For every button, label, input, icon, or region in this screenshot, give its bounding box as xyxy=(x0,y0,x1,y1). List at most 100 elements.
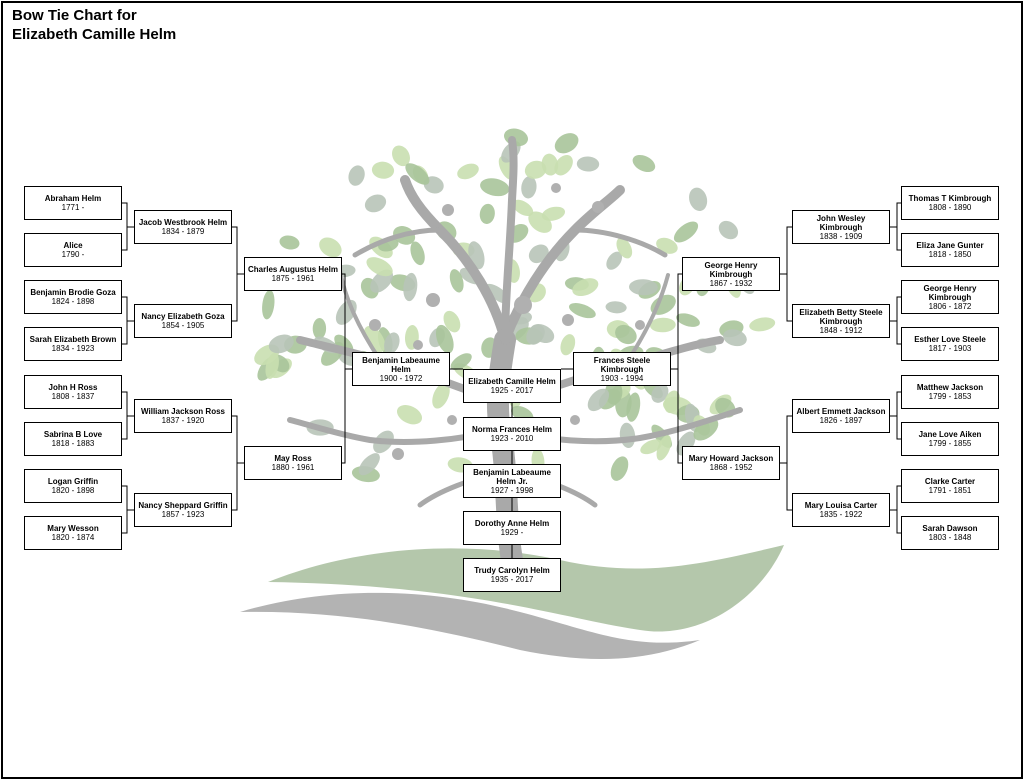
leaf xyxy=(432,382,450,409)
leaf xyxy=(396,405,423,425)
person-dates: 1835 - 1922 xyxy=(819,510,863,519)
leaf xyxy=(392,145,410,167)
person-box-jane-love-aiken[interactable]: Jane Love Aiken 1799 - 1855 xyxy=(901,422,999,456)
leaf xyxy=(616,237,633,259)
leaf xyxy=(632,154,656,173)
person-dates: 1927 - 1998 xyxy=(490,485,534,495)
person-dates: 1803 - 1848 xyxy=(928,533,972,542)
person-name: Dorothy Anne Helm xyxy=(474,519,550,528)
person-box-sabrina-b-love[interactable]: Sabrina B Love 1818 - 1883 xyxy=(24,422,122,456)
person-box-elizabeth-betty-steele-kimbrough[interactable]: Elizabeth Betty Steele Kimbrough 1848 - … xyxy=(792,304,890,338)
person-box-nancy-elizabeth-goza[interactable]: Nancy Elizabeth Goza 1854 - 1905 xyxy=(134,304,232,338)
leaf xyxy=(604,380,623,405)
person-box-trudy-carolyn-helm[interactable]: Trudy Carolyn Helm 1935 - 2017 xyxy=(463,558,561,592)
leaf xyxy=(268,334,294,354)
person-name: May Ross xyxy=(274,454,312,463)
person-box-thomas-t-kimbrough[interactable]: Thomas T Kimbrough 1808 - 1890 xyxy=(901,186,999,220)
person-box-sarah-elizabeth-brown[interactable]: Sarah Elizabeth Brown 1834 - 1923 xyxy=(24,327,122,361)
connector-line xyxy=(122,296,128,345)
person-box-frances-steele-kimbrough[interactable]: Frances Steele Kimbrough 1903 - 1994 xyxy=(573,352,671,386)
person-box-elizabeth-camille-helm[interactable]: Elizabeth Camille Helm 1925 - 2017 xyxy=(463,369,561,403)
person-box-mary-howard-jackson[interactable]: Mary Howard Jackson 1868 - 1952 xyxy=(682,446,780,480)
person-box-matthew-jackson[interactable]: Matthew Jackson 1799 - 1853 xyxy=(901,375,999,409)
person-name: Clarke Carter xyxy=(924,477,976,486)
person-box-william-jackson-ross[interactable]: William Jackson Ross 1837 - 1920 xyxy=(134,399,232,433)
person-box-benjamin-labeaume-helm[interactable]: Benjamin Labeaume Helm 1900 - 1972 xyxy=(352,352,450,386)
person-box-george-henry-kimbrough-1867[interactable]: George Henry Kimbrough 1867 - 1932 xyxy=(682,257,780,291)
leaf xyxy=(610,456,629,481)
person-box-albert-emmett-jackson[interactable]: Albert Emmett Jackson 1826 - 1897 xyxy=(792,399,890,433)
leaf xyxy=(405,163,430,185)
person-box-jacob-westbrook-helm[interactable]: Jacob Westbrook Helm 1834 - 1879 xyxy=(134,210,232,244)
person-box-benjamin-brodie-goza[interactable]: Benjamin Brodie Goza 1824 - 1898 xyxy=(24,280,122,314)
person-name: Benjamin Labeaume Helm xyxy=(362,355,440,374)
person-box-john-h-ross[interactable]: John H Ross 1808 - 1837 xyxy=(24,375,122,409)
person-box-mary-louisa-carter[interactable]: Mary Louisa Carter 1835 - 1922 xyxy=(792,493,890,527)
person-box-george-henry-kimbrough-1806[interactable]: George Henry Kimbrough 1806 - 1872 xyxy=(901,280,999,314)
person-dates: 1875 - 1961 xyxy=(271,274,315,283)
person-name: Sarah Elizabeth Brown xyxy=(29,335,117,344)
person-dates: 1790 - xyxy=(61,250,85,259)
person-box-eliza-jane-gunter[interactable]: Eliza Jane Gunter 1818 - 1850 xyxy=(901,233,999,267)
person-box-abraham-helm[interactable]: Abraham Helm 1771 - xyxy=(24,186,122,220)
connector-line xyxy=(122,485,128,534)
leaf xyxy=(262,289,275,320)
connector-line xyxy=(232,415,238,511)
leaf xyxy=(449,269,464,293)
person-box-logan-griffin[interactable]: Logan Griffin 1820 - 1898 xyxy=(24,469,122,503)
person-box-alice[interactable]: Alice 1790 - xyxy=(24,233,122,267)
leaf xyxy=(640,439,663,455)
leaf xyxy=(718,220,739,240)
person-dates: 1808 - 1837 xyxy=(51,392,95,401)
person-dates: 1848 - 1912 xyxy=(819,325,863,335)
person-dates: 1820 - 1874 xyxy=(51,533,95,542)
leaf xyxy=(512,199,534,217)
fruit xyxy=(392,448,404,460)
person-box-john-wesley-kimbrough[interactable]: John Wesley Kimbrough 1838 - 1909 xyxy=(792,210,890,244)
person-name: Nancy Sheppard Griffin xyxy=(138,501,228,510)
person-box-dorothy-anne-helm[interactable]: Dorothy Anne Helm 1929 - xyxy=(463,511,561,545)
person-box-sarah-dawson[interactable]: Sarah Dawson 1803 - 1848 xyxy=(901,516,999,550)
person-box-charles-augustus-helm[interactable]: Charles Augustus Helm 1875 - 1961 xyxy=(244,257,342,291)
person-name: Sabrina B Love xyxy=(43,430,103,439)
leaf xyxy=(656,435,672,461)
person-dates: 1903 - 1994 xyxy=(600,373,644,383)
leaf xyxy=(606,251,623,270)
person-box-mary-wesson[interactable]: Mary Wesson 1820 - 1874 xyxy=(24,516,122,550)
person-box-clarke-carter[interactable]: Clarke Carter 1791 - 1851 xyxy=(901,469,999,503)
leaf xyxy=(554,154,573,176)
person-dates: 1820 - 1898 xyxy=(51,486,95,495)
person-name: Benjamin Brodie Goza xyxy=(30,288,116,297)
connector-line xyxy=(342,273,346,464)
leaf xyxy=(689,187,708,211)
title-line-2: Elizabeth Camille Helm xyxy=(12,26,177,43)
leaf xyxy=(312,318,327,340)
person-box-benjamin-labeaume-helm-jr[interactable]: Benjamin Labeaume Helm Jr. 1927 - 1998 xyxy=(463,464,561,498)
person-dates: 1791 - 1851 xyxy=(928,486,972,495)
person-name: Norma Frances Helm xyxy=(471,425,553,434)
person-dates: 1929 - xyxy=(500,528,524,537)
person-dates: 1880 - 1961 xyxy=(271,463,315,472)
person-dates: 1935 - 2017 xyxy=(490,575,534,584)
leaf xyxy=(521,176,537,199)
fruit xyxy=(570,415,580,425)
person-box-esther-love-steele[interactable]: Esther Love Steele 1817 - 1903 xyxy=(901,327,999,361)
leaf xyxy=(560,334,576,356)
fruit xyxy=(562,314,574,326)
leaf xyxy=(364,194,387,213)
leaf xyxy=(615,324,637,345)
person-box-norma-frances-helm[interactable]: Norma Frances Helm 1923 - 2010 xyxy=(463,417,561,451)
person-dates: 1834 - 1879 xyxy=(161,227,205,236)
person-box-may-ross[interactable]: May Ross 1880 - 1961 xyxy=(244,446,342,480)
leaf xyxy=(371,161,395,179)
person-dates: 1854 - 1905 xyxy=(161,321,205,330)
person-dates: 1834 - 1923 xyxy=(51,344,95,353)
person-name: Elizabeth Betty Steele Kimbrough xyxy=(799,307,883,326)
leaf xyxy=(435,324,454,354)
person-name: Jane Love Aiken xyxy=(918,430,982,439)
person-dates: 1826 - 1897 xyxy=(819,416,863,425)
leaf xyxy=(265,352,279,379)
leaf xyxy=(568,303,596,319)
fruit xyxy=(514,296,532,314)
person-box-nancy-sheppard-griffin[interactable]: Nancy Sheppard Griffin 1857 - 1923 xyxy=(134,493,232,527)
